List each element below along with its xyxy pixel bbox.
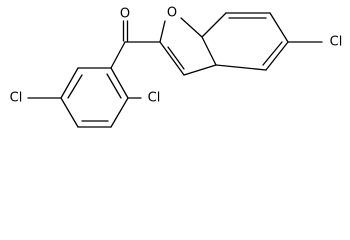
benzo-inner-bond-c5-c4 <box>262 41 283 66</box>
carbonyl-oxygen-label: O <box>120 7 130 22</box>
dichlorophenyl-ring: Cl Cl <box>10 67 161 128</box>
phenyl-inner-bond-c6-c5 <box>67 74 83 99</box>
phenyl-bond-c2-c1 <box>110 67 129 99</box>
furan-bond-c2-c3 <box>159 41 185 76</box>
furan-bond-c3-c3a <box>183 64 217 76</box>
furan-bond-o1-c7a <box>180 17 203 38</box>
furan-ring: O <box>159 6 217 76</box>
furan-bond-c2-o1 <box>159 20 166 43</box>
chemical-structure-diagram: O O Cl Cl Cl <box>10 6 343 128</box>
phenyl-bond-c5-c4 <box>60 97 79 128</box>
phenyl-bond-c3-c2 <box>110 97 129 128</box>
carbonyl-group: O <box>120 7 130 42</box>
furan-oxygen-label: O <box>167 6 177 21</box>
phenyl-chlorine-5-label: Cl <box>10 91 23 106</box>
benzo-bond-c6-c5 <box>269 12 289 43</box>
benzo-bond-c7a-c7 <box>201 12 227 38</box>
phenyl-inner-bond-c2-c1 <box>106 73 122 99</box>
benzofuran-benzene-ring: Cl <box>201 12 343 71</box>
phenyl-bond-c6-c5 <box>60 67 79 99</box>
benzofuran-chlorine-label: Cl <box>330 35 343 50</box>
benzo-bond-c5-c4 <box>265 41 289 71</box>
benzo-bond-c7a-c3a <box>201 36 217 66</box>
furan-inner-double-bond <box>167 46 185 70</box>
phenyl-chlorine-2-label: Cl <box>148 91 161 106</box>
carbonyl-to-phenyl-bond <box>110 41 126 69</box>
benzo-bond-c4-c3a <box>215 64 267 71</box>
